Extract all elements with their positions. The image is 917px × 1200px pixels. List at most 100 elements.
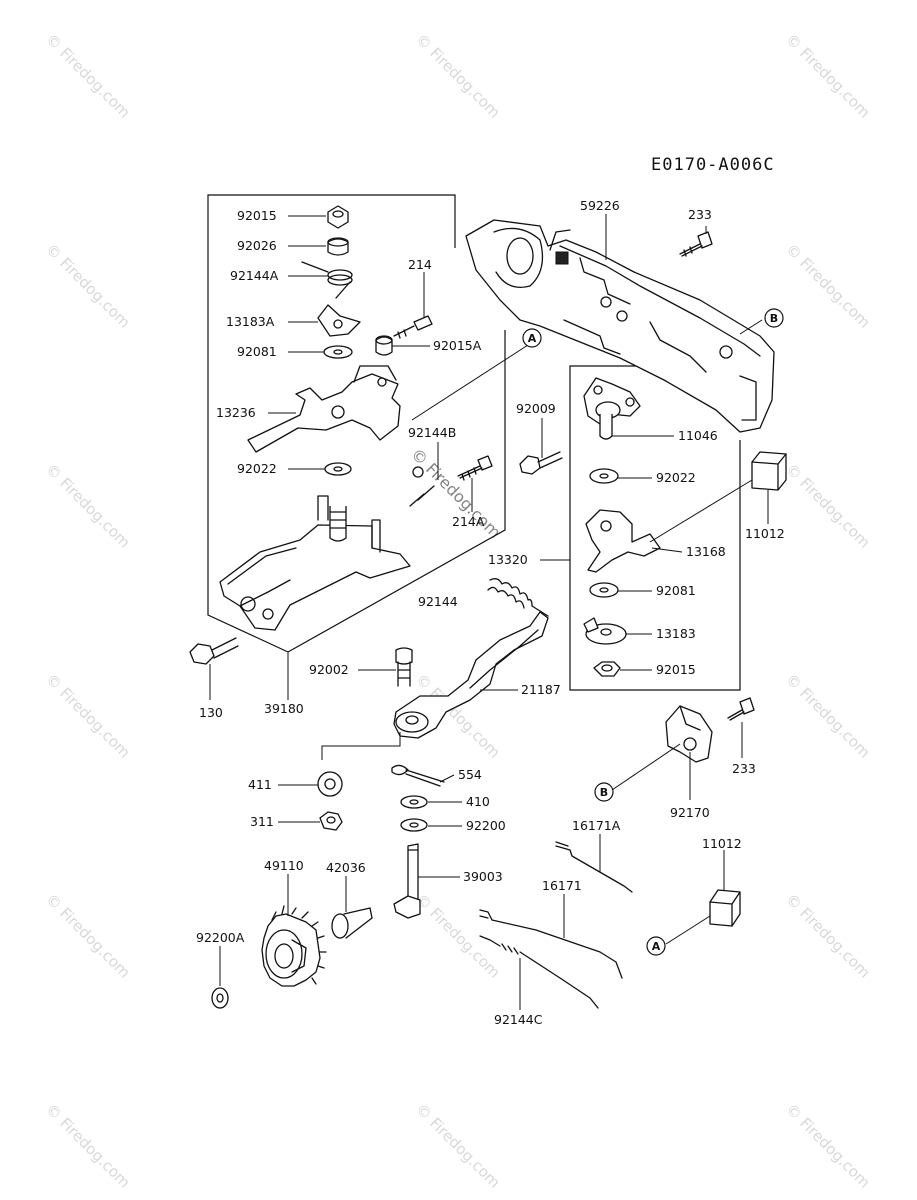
part-label-16171: 16171 [542, 878, 582, 893]
part-label-13183: 13183 [656, 626, 696, 641]
part-92200A-washer [211, 987, 229, 1009]
part-label-92144B: 92144B [408, 425, 456, 440]
part-92170-bracket [665, 705, 713, 763]
part-92015-nut-top [327, 205, 349, 229]
part-label-13183A: 13183A [226, 314, 275, 329]
part-410-washer [400, 795, 428, 809]
part-11012-sleeve-top [751, 451, 787, 491]
part-92026-collar [327, 237, 349, 256]
part-label-92081: 92081 [656, 583, 696, 598]
part-number-labels: 92015 92026 92144A 214 13183A 92081 9201… [196, 198, 785, 1027]
part-49110-gear [261, 905, 327, 987]
part-11012-sleeve-lower [709, 889, 741, 927]
part-214A-bolt [457, 455, 493, 481]
ref-label: A [652, 940, 661, 953]
watermark-text: © Firedog.com [782, 1100, 874, 1192]
part-label-21187: 21187 [521, 682, 561, 697]
part-214-screw [393, 315, 433, 339]
part-label-59226: 59226 [580, 198, 620, 213]
part-label-92026: 92026 [237, 238, 277, 253]
part-label-554: 554 [458, 767, 482, 782]
watermark-text: © Firedog.com [42, 240, 134, 332]
ref-circle-b-lower: B [594, 782, 614, 802]
ref-circle-a-top: A [522, 328, 542, 348]
part-label-411: 411 [248, 777, 272, 792]
part-label-11012: 11012 [702, 836, 742, 851]
right-assembly-box [569, 365, 741, 691]
part-label-11046: 11046 [678, 428, 718, 443]
part-label-92015: 92015 [656, 662, 696, 677]
part-label-214: 214 [408, 257, 432, 272]
part-label-92022: 92022 [237, 461, 277, 476]
part-label-42036: 42036 [326, 860, 366, 875]
watermark-text: © Firedog.com [42, 460, 134, 552]
part-92081-washer [323, 345, 353, 359]
part-label-92015A: 92015A [433, 338, 482, 353]
part-92009-screw [519, 451, 563, 475]
part-label-130: 130 [199, 705, 223, 720]
part-label-92009: 92009 [516, 401, 556, 416]
part-label-233: 233 [688, 207, 712, 222]
part-label-233: 233 [732, 761, 756, 776]
watermark-text: © Firedog.com [412, 1100, 504, 1192]
diagram-code: E0170-A006C [651, 155, 775, 175]
part-92002-bolt [395, 647, 413, 687]
part-13236-lever [247, 365, 401, 453]
part-92144C-spring-rod [479, 935, 599, 1009]
ref-label: B [600, 786, 608, 799]
watermark-text: © Firedog.com [782, 460, 874, 552]
part-42036-shaft [331, 907, 373, 939]
part-label-49110: 49110 [264, 858, 304, 873]
part-39003-shaft [393, 843, 421, 919]
part-label-92002: 92002 [309, 662, 349, 677]
watermark-text: © Firedog.com [42, 30, 134, 122]
watermark-layer: © Firedog.com © Firedog.com © Firedog.co… [42, 30, 874, 1192]
watermark-text: © Firedog.com [42, 670, 134, 762]
part-label-214A: 214A [452, 514, 485, 529]
watermark-text: © Firedog.com [782, 890, 874, 982]
watermark-text: © Firedog.com [782, 670, 874, 762]
part-92200-washer [400, 818, 428, 832]
watermark-text: © Firedog.com [412, 890, 504, 982]
ref-label: A [528, 332, 537, 345]
part-label-92200A: 92200A [196, 930, 245, 945]
watermark-text: © Firedog.com [42, 890, 134, 982]
part-92144B-spring-small [412, 466, 424, 478]
part-label-92144A: 92144A [230, 268, 279, 283]
part-411-collar [317, 771, 343, 797]
leader-lines [209, 214, 769, 1010]
ref-circle-a-lower: A [646, 936, 666, 956]
part-label-311: 311 [250, 814, 274, 829]
part-130-bolt [189, 637, 239, 665]
part-92022-washer [324, 462, 352, 476]
watermark-text: © Firedog.com [42, 1100, 134, 1192]
part-233-screw-lower [727, 697, 755, 721]
part-16171A-rod [555, 841, 633, 893]
part-16171-rod [479, 909, 623, 979]
part-39180-bracket [219, 485, 435, 631]
part-554-clip [391, 764, 445, 787]
part-21187-governor-arm [393, 611, 549, 739]
part-233-screw-top [679, 231, 713, 257]
part-label-92081: 92081 [237, 344, 277, 359]
part-92081-washer-right [589, 582, 619, 598]
part-label-92170: 92170 [670, 805, 710, 820]
part-13183A-plate [317, 304, 361, 337]
part-13168-lever [585, 509, 661, 573]
watermark-text: © Firedog.com [782, 240, 874, 332]
part-label-92200: 92200 [466, 818, 506, 833]
part-label-410: 410 [466, 794, 490, 809]
part-label-92144C: 92144C [494, 1012, 543, 1027]
part-13183-plate-right [583, 617, 627, 645]
part-92015A-collar [375, 335, 393, 356]
part-label-39003: 39003 [463, 869, 503, 884]
part-59226-bracket-housing [465, 219, 775, 433]
part-92144-spring-coil [487, 578, 549, 617]
part-label-11012: 11012 [745, 526, 785, 541]
part-label-13320: 13320 [488, 552, 528, 567]
part-label-16171A: 16171A [572, 818, 621, 833]
ref-label: B [770, 312, 778, 325]
part-label-92144: 92144 [418, 594, 458, 609]
